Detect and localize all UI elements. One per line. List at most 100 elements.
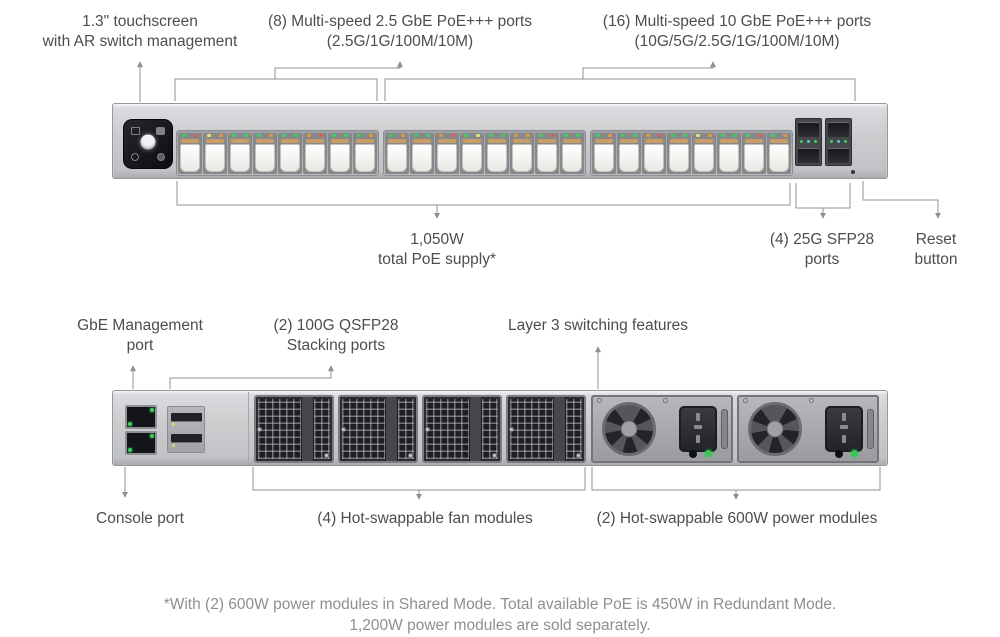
port-led bbox=[489, 134, 493, 137]
port-led bbox=[608, 134, 612, 137]
screen-gear-icon bbox=[157, 153, 165, 161]
rj45-port[interactable] bbox=[328, 133, 352, 174]
qsfp28-port[interactable] bbox=[171, 413, 202, 422]
port-led bbox=[476, 134, 480, 137]
port-led bbox=[401, 134, 405, 137]
label-sfp28-line2: ports bbox=[804, 251, 840, 268]
thumbscrew[interactable] bbox=[324, 453, 329, 458]
inlet-pin bbox=[842, 413, 846, 421]
sfp28-port[interactable] bbox=[798, 148, 819, 163]
port-led bbox=[244, 134, 248, 137]
rj45-port[interactable] bbox=[253, 133, 277, 174]
rj45-pins bbox=[745, 139, 763, 143]
callout-line-reset bbox=[862, 181, 942, 219]
rj45-port[interactable] bbox=[410, 133, 434, 174]
footnote-line1: *With (2) 600W power modules in Shared M… bbox=[163, 596, 837, 613]
psu-fan bbox=[602, 402, 656, 456]
rj45-pins bbox=[538, 139, 556, 143]
port-led bbox=[514, 134, 518, 137]
label-psu-line1: (2) Hot-swappable 600W power modules bbox=[596, 510, 878, 527]
rj45-port[interactable] bbox=[178, 133, 202, 174]
rj45-port[interactable] bbox=[560, 133, 584, 174]
rj45-pins bbox=[438, 139, 456, 143]
reset-button[interactable] bbox=[851, 170, 855, 174]
rj45-pins bbox=[563, 139, 581, 143]
thumbscrew[interactable] bbox=[408, 453, 413, 458]
callout-bracket-poe-supply bbox=[176, 181, 791, 206]
port-led bbox=[783, 134, 787, 137]
rj45-plug bbox=[255, 144, 275, 172]
rj45-port[interactable] bbox=[303, 133, 327, 174]
rj45-port[interactable] bbox=[535, 133, 559, 174]
rj45-port[interactable] bbox=[717, 133, 741, 174]
rj45-port[interactable] bbox=[592, 133, 616, 174]
rj45-group bbox=[590, 130, 793, 176]
psu-handle[interactable] bbox=[721, 409, 728, 449]
sfp28-port[interactable] bbox=[828, 122, 849, 137]
inlet-pin bbox=[840, 425, 848, 429]
power-inlet[interactable] bbox=[825, 406, 863, 452]
rj45-plug bbox=[669, 144, 689, 172]
rj45-plug bbox=[280, 144, 300, 172]
psu-button[interactable] bbox=[689, 450, 697, 458]
rj45-pins bbox=[181, 139, 199, 143]
port-led bbox=[282, 134, 286, 137]
callout-bracket-10g bbox=[384, 78, 856, 101]
sfp-led bbox=[800, 140, 803, 143]
power-inlet[interactable] bbox=[679, 406, 717, 452]
label-qsfp28-line1: (2) 100G QSFP28 bbox=[273, 317, 399, 334]
console-port[interactable] bbox=[125, 431, 157, 455]
touchscreen-display[interactable] bbox=[123, 119, 173, 169]
rj45-pins bbox=[645, 139, 663, 143]
label-fans: (4) Hot-swappable fan modules bbox=[317, 509, 532, 529]
qsfp28-port[interactable] bbox=[171, 434, 202, 443]
fan-handle-strap bbox=[301, 397, 314, 461]
sfp28-port[interactable] bbox=[798, 122, 819, 137]
rj45-group bbox=[383, 130, 586, 176]
switch-front-panel bbox=[112, 103, 888, 179]
port-led bbox=[464, 134, 468, 137]
port-led bbox=[526, 134, 530, 137]
port-led bbox=[207, 134, 211, 137]
rj45-port[interactable] bbox=[228, 133, 252, 174]
thumbscrew[interactable] bbox=[576, 453, 581, 458]
port-led bbox=[389, 134, 393, 137]
rj45-port[interactable] bbox=[642, 133, 666, 174]
screen-status-icon bbox=[131, 153, 139, 161]
sfp-led bbox=[814, 140, 817, 143]
port-led bbox=[257, 134, 261, 137]
rj45-port[interactable] bbox=[353, 133, 377, 174]
thumbscrew[interactable] bbox=[492, 453, 497, 458]
rj45-port[interactable] bbox=[667, 133, 691, 174]
fan-handle-strap bbox=[553, 397, 566, 461]
rj45-port[interactable] bbox=[485, 133, 509, 174]
port-led bbox=[307, 134, 311, 137]
rj45-port[interactable] bbox=[692, 133, 716, 174]
rj45-port[interactable] bbox=[742, 133, 766, 174]
port-led bbox=[294, 134, 298, 137]
inlet-pin bbox=[842, 435, 846, 443]
management-port[interactable] bbox=[125, 405, 157, 429]
rj45-port[interactable] bbox=[460, 133, 484, 174]
rj45-pins bbox=[256, 139, 274, 143]
psu-status-led bbox=[705, 450, 712, 457]
rj45-port[interactable] bbox=[278, 133, 302, 174]
rj45-port[interactable] bbox=[385, 133, 409, 174]
rj45-plug bbox=[205, 144, 225, 172]
sfp28-cage bbox=[825, 118, 852, 166]
rj45-port[interactable] bbox=[767, 133, 791, 174]
screw bbox=[257, 427, 262, 432]
port-led bbox=[182, 134, 186, 137]
rj45-port[interactable] bbox=[435, 133, 459, 174]
rj45-plug bbox=[355, 144, 375, 172]
sfp28-port[interactable] bbox=[828, 148, 849, 163]
psu-button[interactable] bbox=[835, 450, 843, 458]
psu-handle[interactable] bbox=[867, 409, 874, 449]
psu-module bbox=[591, 395, 733, 463]
port-led bbox=[539, 134, 543, 137]
rj45-port[interactable] bbox=[510, 133, 534, 174]
rj45-port[interactable] bbox=[203, 133, 227, 174]
rj45-port[interactable] bbox=[617, 133, 641, 174]
label-layer3-line1: Layer 3 switching features bbox=[507, 317, 689, 334]
label-touchscreen-line2: with AR switch management bbox=[42, 33, 238, 50]
